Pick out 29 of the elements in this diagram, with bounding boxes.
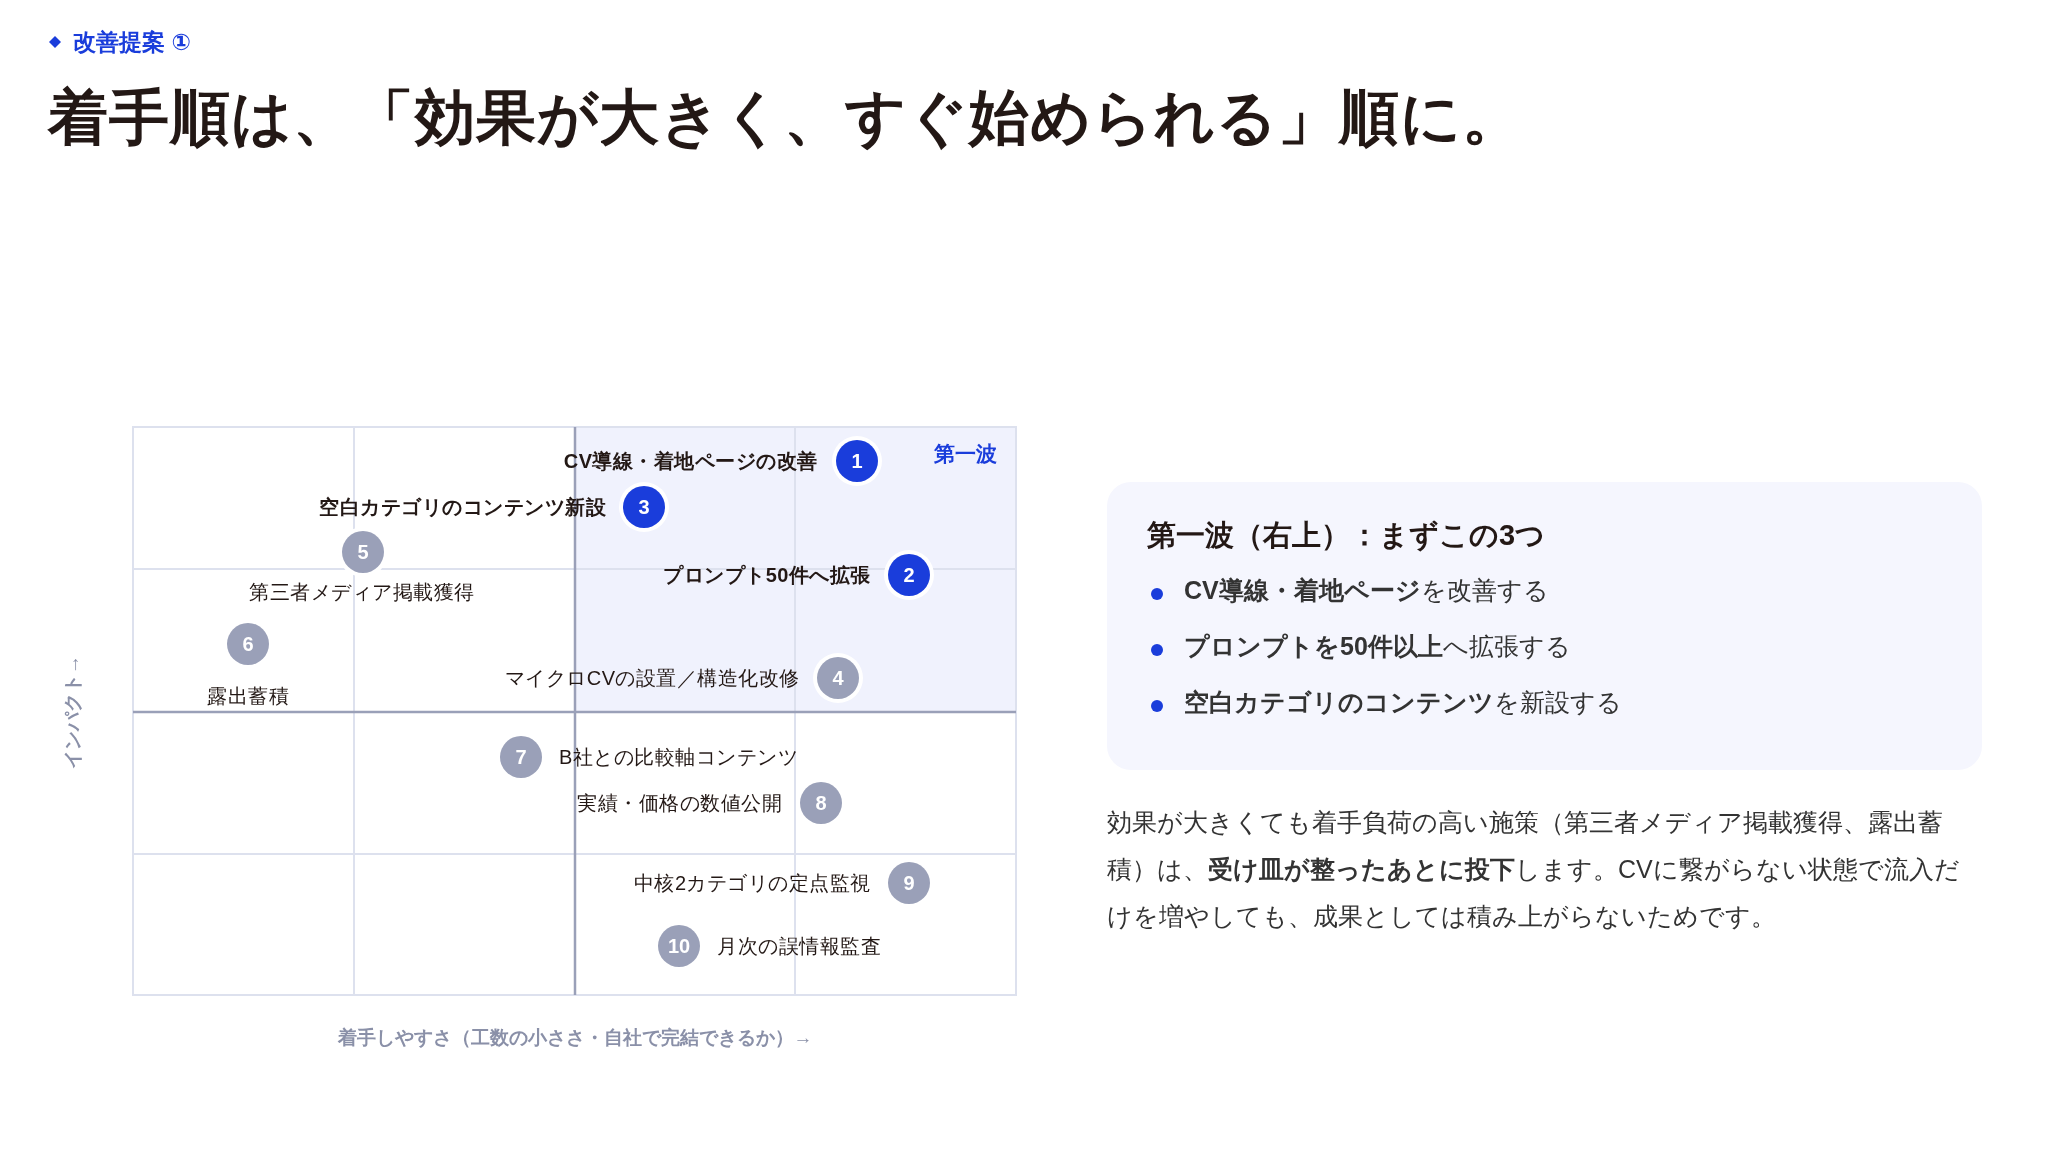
item-label: CV導線・着地ページの改善 xyxy=(563,448,818,474)
axis-label: 着手しやすさ（工数の小ささ・自社で完結できるか）→ xyxy=(337,1026,813,1050)
item-label: 中核2カテゴリの定点監視 xyxy=(633,870,871,896)
number-badge: 5 xyxy=(342,531,384,573)
item-label: B社との比較軸コンテンツ xyxy=(559,744,799,770)
number-badge: 1 xyxy=(836,440,878,482)
item-label: 露出蓄積 xyxy=(207,683,289,709)
kicker-text: 改善提案 ① xyxy=(73,28,191,57)
item-label: 空白カテゴリのコンテンツ新設 xyxy=(319,494,606,520)
summary-card xyxy=(1107,482,1982,770)
number-badge: 10 xyxy=(658,925,700,967)
axis-label: インパクト→ xyxy=(61,655,84,769)
page-title: 着手順は、「効果が大きく、すぐ始められる」順に。 xyxy=(48,83,1523,153)
bullet-text: プロンプトを50件以上へ拡張する xyxy=(1184,631,1571,662)
card-heading: 第一波（右上）：まずこの3つ xyxy=(1147,518,1547,554)
bullet-text: CV導線・着地ページを改善する xyxy=(1184,575,1549,606)
quadrant-label: 第一波 xyxy=(934,441,997,467)
number-badge: 7 xyxy=(500,736,542,778)
bullet-text: 空白カテゴリのコンテンツを新設する xyxy=(1184,687,1622,718)
number-badge: 4 xyxy=(817,657,859,699)
body-paragraph: 効果が大きくても着手負荷の高い施策（第三者メディア掲載獲得、露出蓄積）は、受け皿が整ったあとに投下します。CVに繋がらない状態で流入だけを増やしても、成果としては積み上がらないためです。 xyxy=(1107,807,1961,932)
item-label: マイクロCVの設置／構造化改修 xyxy=(504,665,800,691)
number-badge: 2 xyxy=(888,554,930,596)
number-badge: 9 xyxy=(888,862,930,904)
item-label: 第三者メディア掲載獲得 xyxy=(249,579,475,605)
item-label: プロンプト50件へ拡張 xyxy=(663,562,871,588)
item-label: 実績・価格の数値公開 xyxy=(577,790,782,816)
number-badge: 8 xyxy=(800,782,842,824)
item-label: 月次の誤情報監査 xyxy=(717,933,881,959)
